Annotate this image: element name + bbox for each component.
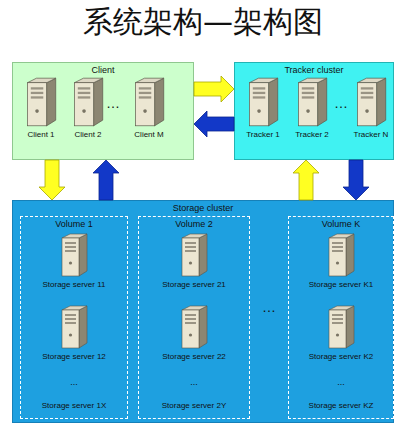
server-node: Storage server K1: [296, 232, 386, 302]
server-label: Storage server K2: [309, 352, 373, 362]
ellipsis-mark: …: [106, 96, 120, 110]
group-header: Volume 1: [21, 219, 127, 230]
volume-box: Volume 2 Storage server 21 Storage server …: [138, 216, 250, 419]
ellipsis-mark: ...: [70, 378, 78, 387]
flow-arrow: [39, 160, 65, 200]
server-label: Storage server 21: [162, 280, 226, 290]
server-icon: [295, 76, 329, 128]
server-label: Storage server 22: [162, 352, 226, 362]
flow-arrow: [343, 160, 369, 200]
server-icon: [326, 304, 356, 350]
group-header: Storage cluster: [13, 203, 393, 214]
group-header: Volume 2: [139, 219, 249, 230]
server-label: Storage server 1X: [42, 402, 106, 410]
flow-arrow: [194, 111, 234, 137]
server-node: Tracker 1: [238, 76, 288, 152]
server-icon: [354, 76, 388, 128]
server-node: Storage server 12: [29, 304, 119, 374]
server-node: Client 1: [16, 76, 66, 152]
group-header: Tracker cluster: [235, 65, 393, 76]
flow-arrow: [194, 76, 234, 102]
server-node: Client M: [123, 76, 175, 152]
client-cluster: ClientClient 1 Client 2 Client M: [12, 62, 194, 160]
server-label: Storage server 12: [42, 352, 106, 362]
server-label: Tracker 1: [246, 130, 280, 140]
server-node: Storage server K2: [296, 304, 386, 374]
server-node: Tracker 2: [287, 76, 337, 152]
server-node: Storage server 21: [149, 232, 239, 302]
server-label: Client 2: [74, 130, 101, 140]
server-node: Tracker N: [348, 76, 394, 152]
server-node: Storage server 22: [149, 304, 239, 374]
volume-box: Volume 1 Storage server 11 Storage server …: [20, 216, 128, 419]
flow-arrow: [93, 160, 119, 200]
server-icon: [59, 304, 89, 350]
ellipsis-mark: …: [334, 96, 348, 110]
server-label: Tracker N: [354, 130, 389, 140]
server-icon: [24, 76, 58, 128]
ellipsis-mark: …: [262, 300, 276, 314]
group-header: Volume K: [289, 219, 393, 230]
server-label: Client M: [134, 130, 163, 140]
storage-cluster: Storage clusterVolume 1 Storage server 11…: [12, 200, 394, 423]
ellipsis-mark: ...: [337, 378, 345, 387]
ellipsis-mark: ...: [190, 378, 198, 387]
server-node: Storage server 11: [29, 232, 119, 302]
server-icon: [326, 232, 356, 278]
server-icon: [59, 232, 89, 278]
server-label: Storage server 11: [43, 280, 106, 290]
volume-box: Volume K Storage server K1 Storage server …: [288, 216, 394, 419]
server-icon: [71, 76, 105, 128]
server-icon: [132, 76, 166, 128]
flow-arrow: [293, 160, 319, 200]
server-label: Storage server K1: [309, 280, 373, 290]
server-icon: [179, 304, 209, 350]
server-label: Storage server 2Y: [162, 402, 226, 410]
server-icon: [179, 232, 209, 278]
server-label: Tracker 2: [295, 130, 329, 140]
tracker-cluster: Tracker clusterTracker 1 Tracker 2 Tracker…: [234, 62, 394, 160]
server-label: Storage server KZ: [309, 402, 374, 410]
server-node: Client 2: [63, 76, 113, 152]
server-icon: [246, 76, 280, 128]
diagram-title: 系统架构—架构图: [0, 2, 406, 42]
server-label: Client 1: [27, 130, 54, 140]
group-header: Client: [13, 65, 193, 76]
